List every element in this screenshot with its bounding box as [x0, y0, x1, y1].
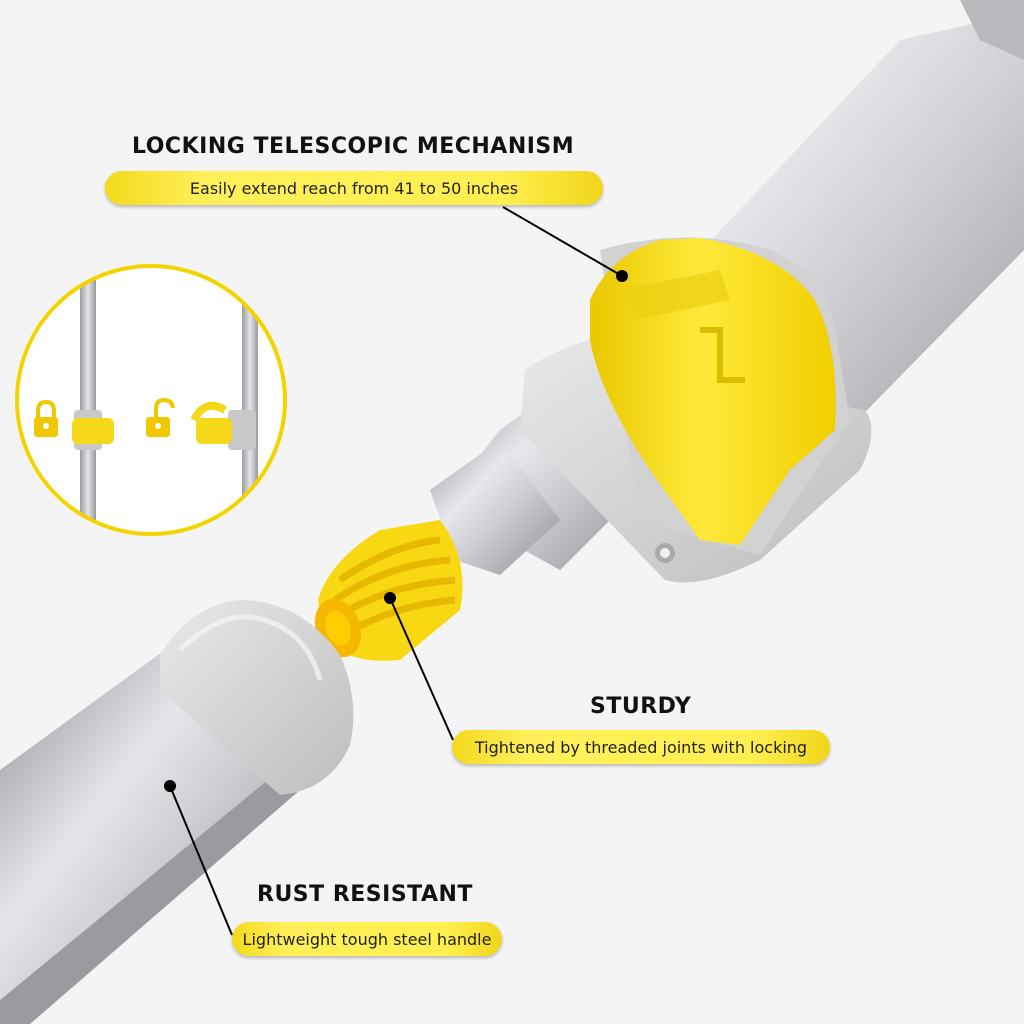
feature-title-sturdy: STURDY	[590, 694, 692, 719]
feature-title-rust: RUST RESISTANT	[257, 882, 473, 907]
yellow-lock-lever	[590, 238, 836, 545]
lock-open-icon	[146, 397, 175, 437]
callout-line-telescopic	[502, 206, 628, 282]
callout-line-sturdy	[384, 592, 454, 741]
lock-inset	[15, 264, 287, 536]
lower-tube	[0, 650, 300, 1024]
end-cap	[160, 600, 354, 795]
lock-closed-icon	[34, 399, 58, 437]
callout-line-rust	[164, 780, 233, 936]
threaded-joint	[314, 520, 463, 661]
feature-title-telescopic: LOCKING TELESCOPIC MECHANISM	[132, 134, 575, 159]
feature-caption-sturdy: Tightened by threaded joints with lockin…	[452, 730, 830, 764]
feature-caption-telescopic: Easily extend reach from 41 to 50 inches	[105, 171, 603, 205]
feature-caption-rust: Lightweight tough steel handle	[232, 922, 502, 956]
